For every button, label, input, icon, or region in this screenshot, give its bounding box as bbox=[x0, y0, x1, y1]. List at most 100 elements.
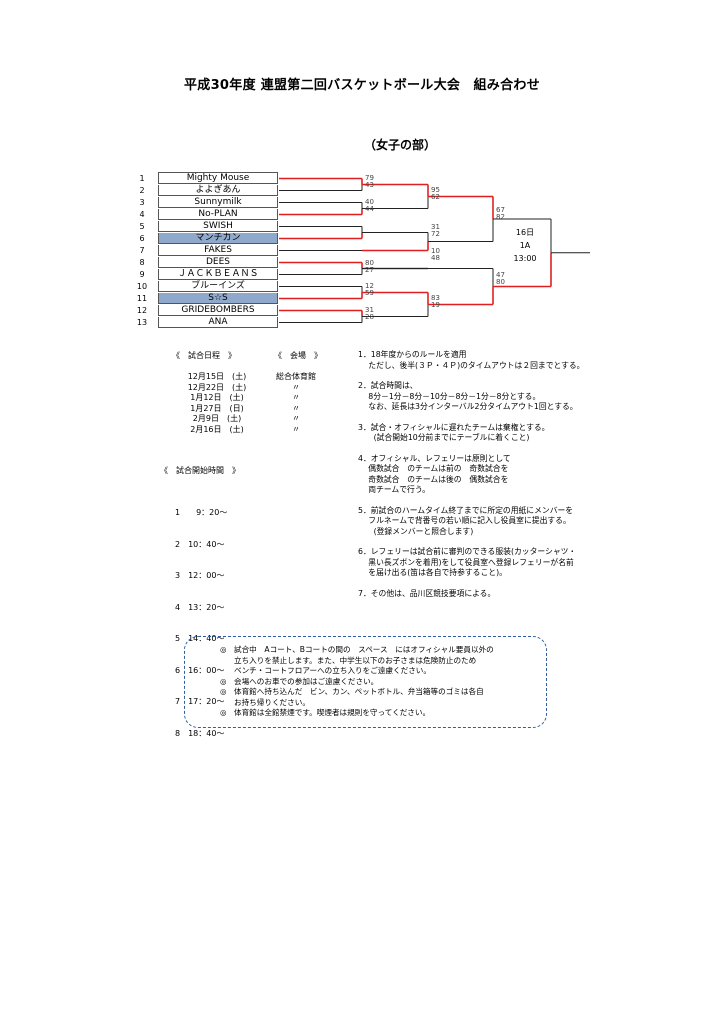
rule-item: 7．その他は、品川区競技要項による。 bbox=[358, 589, 678, 600]
notice-item: ◎体育館は全館禁煙です。喫煙者は規則を守ってください。 bbox=[220, 708, 540, 719]
team-number: 1 bbox=[139, 174, 145, 183]
match-score: 72 bbox=[431, 230, 440, 238]
match-score: 80 bbox=[496, 278, 505, 286]
schedule-venue: 〃 bbox=[292, 424, 300, 434]
start-time: 3 12：00～ bbox=[175, 571, 225, 580]
match-score: 67 bbox=[496, 206, 505, 214]
schedule-date-header: 《 試合日程 》 bbox=[172, 351, 236, 360]
notice-line: ベンチ・コートフロアーへの立ち入りをご遠慮ください。 bbox=[234, 666, 431, 675]
match-score: 31 bbox=[365, 306, 374, 314]
schedule-date: 2月16日 (土) bbox=[190, 424, 244, 434]
rule-item: 5．前試合のハームタイム終了までに所定の用紙にメンバーを フルネームで背番号の若… bbox=[358, 506, 678, 538]
team-name: S☆S bbox=[158, 293, 278, 304]
team-number: 12 bbox=[136, 306, 148, 315]
tournament-bracket bbox=[279, 177, 590, 323]
schedule-venue: 〃 bbox=[292, 403, 300, 413]
team-number: 7 bbox=[139, 246, 145, 255]
start-time: 2 10：40～ bbox=[175, 539, 225, 549]
schedule-venue: 〃 bbox=[292, 382, 300, 392]
schedule-venues: 総合体育館 〃 〃 〃 〃 〃 bbox=[266, 372, 326, 435]
start-time: 7 17：20～ bbox=[175, 697, 225, 706]
rule-line: (登録メンバーと照合します) bbox=[358, 526, 474, 536]
notice-item: ◎ 体育館へ持ち込んだ ビン、カン、ペットボトル、弁当箱等のゴミは各自お持ち帰りく… bbox=[220, 687, 540, 708]
rule-item: 1．18年度からのルールを適用 ただし、後半(３Ｐ・４Ｐ)のタイムアウトは２回ま… bbox=[358, 350, 678, 371]
match-score: 27 bbox=[365, 266, 374, 274]
rule-line: ただし、後半(３Ｐ・４Ｐ)のタイムアウトは２回までとする。 bbox=[358, 360, 585, 370]
rule-item: 4．オフィシャル、レフェリーは原則として 偶数試合 のチームは前の 奇数試合を … bbox=[358, 454, 678, 496]
schedule-dates: 12月15日 (土) 12月22日 (土) 1月12日 (土) 1月27日 (日… bbox=[172, 372, 262, 435]
rule-line: 偶数試合 のチームは前の 奇数試合を bbox=[358, 464, 509, 473]
team-name: FAKES bbox=[158, 245, 278, 256]
start-times-header: 《 試合開始時間 》 bbox=[160, 466, 240, 475]
rule-line: 4．オフィシャル、レフェリーは原則として bbox=[358, 453, 511, 463]
match-score: 40 bbox=[365, 198, 374, 206]
match-score: 59 bbox=[365, 289, 374, 297]
match-score: 12 bbox=[365, 282, 374, 290]
start-time: 4 13：20～ bbox=[175, 602, 225, 612]
rule-line: 5．前試合のハームタイム終了までに所定の用紙にメンバーを bbox=[358, 505, 574, 515]
match-score: 10 bbox=[431, 247, 440, 255]
team-number: 8 bbox=[139, 258, 145, 267]
match-score: 82 bbox=[496, 213, 505, 221]
rule-line: 6．レフェリーは試合前に審判のできる服装(カッターシャツ・ bbox=[358, 547, 577, 556]
match-score: 95 bbox=[431, 186, 440, 194]
notice-line: 立ち入りを禁止します。また、中学生以下のお子さまは危険防止のため bbox=[234, 655, 477, 665]
team-name: SWISH bbox=[158, 221, 278, 232]
team-name: ANA bbox=[158, 317, 278, 328]
schedule-date: 12月15日 (土) bbox=[187, 372, 247, 381]
team-number: 3 bbox=[139, 198, 145, 207]
final-date: 16日 bbox=[515, 228, 535, 237]
notice-line: 体育館へ持ち込んだ ビン、カン、ペットボトル、弁当箱等のゴミは各自 bbox=[234, 687, 484, 696]
notice-line: 試合中 Aコート、Bコートの間の スペース にはオフィシャル要員以外の bbox=[234, 645, 494, 654]
rule-line: を届け出る(笛は各自で持参すること)。 bbox=[358, 568, 507, 577]
schedule-venue: 〃 bbox=[292, 393, 300, 402]
notice-line: 体育館は全館禁煙です。喫煙者は規則を守ってください。 bbox=[234, 708, 431, 717]
team-number: 6 bbox=[139, 234, 145, 243]
rule-line: 黒い長ズボンを着用)をして役員室へ登録レフェリーが名前 bbox=[358, 557, 574, 567]
notice-line: お持ち帰りください。 bbox=[234, 697, 310, 707]
final-time: 13:00 bbox=[513, 254, 537, 263]
schedule-date: 2月9日 (土) bbox=[192, 414, 242, 423]
bullet-icon: ◎ bbox=[220, 687, 227, 696]
start-time: 1 9：20～ bbox=[175, 508, 228, 517]
rule-line: (試合開始10分前までにテーブルに着くこと) bbox=[358, 433, 530, 442]
rule-line: 7．その他は、品川区競技要項による。 bbox=[358, 588, 496, 598]
match-score: 48 bbox=[431, 254, 440, 262]
start-time: 5 14：40～ bbox=[175, 634, 225, 643]
notice-item: ◎ 会場へのお車での参加はご遠慮ください。 bbox=[220, 677, 540, 688]
match-score: 19 bbox=[431, 301, 440, 309]
rule-item: 6．レフェリーは試合前に審判のできる服装(カッターシャツ・ 黒い長ズボンを着用)… bbox=[358, 547, 678, 579]
team-name: GRIDEBOMBERS bbox=[158, 305, 278, 316]
start-time: 8 18：40～ bbox=[175, 728, 225, 738]
schedule-venue: 総合体育館 bbox=[276, 372, 316, 381]
final-court: 1A bbox=[519, 241, 531, 250]
rule-line: 3．試合・オフィシャルに遅れたチームは棄権とする。 bbox=[358, 422, 550, 432]
page-title: 平成30年度 連盟第二回バスケットボール大会 組み合わせ bbox=[183, 78, 541, 93]
rule-line: なお、延長は3分インターバル2分タイムアウト1回とする。 bbox=[358, 402, 578, 411]
rule-item: 2．試合時間は、 8分－1分－8分－10分－8分－1分－8分とする。 なお、延長… bbox=[358, 381, 678, 413]
notice-box bbox=[184, 636, 547, 728]
team-name: Mighty Mouse bbox=[158, 172, 278, 184]
schedule-venue: 〃 bbox=[292, 414, 300, 423]
rule-line: 両チームで行う。 bbox=[358, 485, 430, 494]
team-name: よよぎあん bbox=[158, 185, 278, 196]
notice-list: ◎ 試合中 Aコート、Bコートの間の スペース にはオフィシャル要員以外の立ち入り… bbox=[220, 645, 540, 719]
team-name: No-PLAN bbox=[158, 209, 278, 220]
start-time: 6 16：00～ bbox=[175, 665, 225, 675]
match-score: 79 bbox=[365, 174, 374, 182]
schedule-date: 1月12日 (土) bbox=[190, 393, 244, 402]
match-score: 43 bbox=[365, 181, 374, 189]
final-match-info: 16日 1A 13:00 bbox=[500, 226, 550, 265]
start-times-list: 1 9：20～ 2 10：40～ 3 12：00～ 4 13：20～ 5 14：… bbox=[175, 487, 227, 750]
schedule-date: 1月27日 (日) bbox=[190, 403, 244, 413]
bullet-icon: ◎ bbox=[220, 676, 227, 686]
match-score: 83 bbox=[431, 294, 440, 302]
team-number: 11 bbox=[136, 294, 148, 303]
team-number: 9 bbox=[139, 270, 145, 279]
rules-list: 1．18年度からのルールを適用 ただし、後半(３Ｐ・４Ｐ)のタイムアウトは２回ま… bbox=[358, 350, 678, 609]
notice-line: 会場へのお車での参加はご遠慮ください。 bbox=[234, 676, 379, 686]
rule-line: 奇数試合 のチームは後の 偶数試合を bbox=[358, 474, 509, 484]
team-name: ＪＡＣＫＢＥＡＮＳ bbox=[158, 269, 278, 280]
team-number: 13 bbox=[136, 318, 148, 327]
team-number: 10 bbox=[136, 282, 148, 291]
